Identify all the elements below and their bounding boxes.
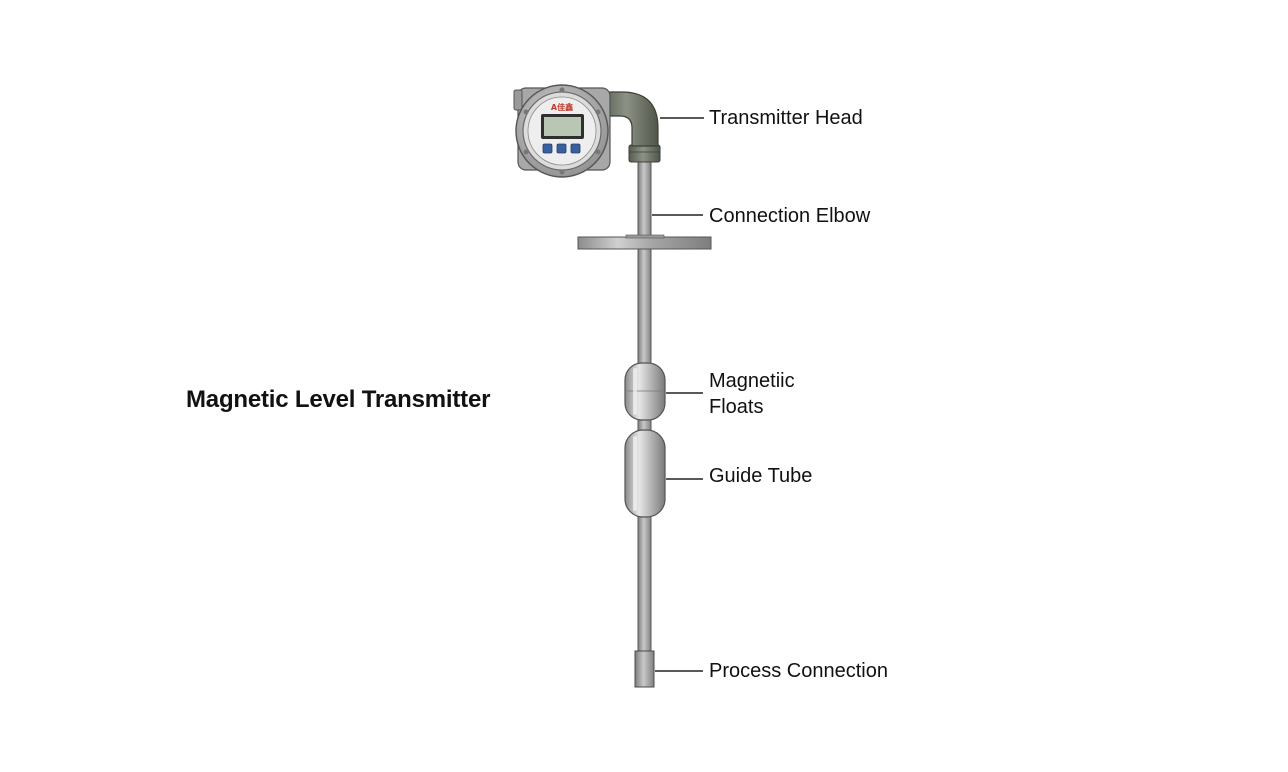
button-left bbox=[542, 143, 553, 154]
magnetic-float-upper bbox=[624, 362, 666, 421]
label-process-connection: Process Connection bbox=[709, 660, 888, 682]
transmitter-head bbox=[513, 84, 611, 178]
label-magnetic-floats-line2: Floats bbox=[709, 396, 764, 418]
label-guide-tube: Guide Tube bbox=[709, 465, 813, 487]
label-connection-elbow: Connection Elbow bbox=[709, 205, 871, 227]
button-middle bbox=[556, 143, 567, 154]
label-magnetic-floats: Magnetiic Floats bbox=[709, 368, 849, 420]
button-right bbox=[570, 143, 581, 154]
diagram-title: Magnetic Level Transmitter bbox=[186, 386, 491, 413]
connection-elbow bbox=[599, 91, 659, 147]
label-magnetic-floats-line1: Magnetiic bbox=[709, 370, 795, 392]
mounting-flange bbox=[577, 236, 712, 250]
label-transmitter-head: Transmitter Head bbox=[709, 107, 863, 129]
magnetic-float-lower bbox=[624, 429, 666, 518]
process-connection-tip bbox=[634, 650, 655, 688]
brand-logo: A佳鑫 bbox=[551, 102, 573, 112]
elbow-nut bbox=[628, 144, 661, 163]
